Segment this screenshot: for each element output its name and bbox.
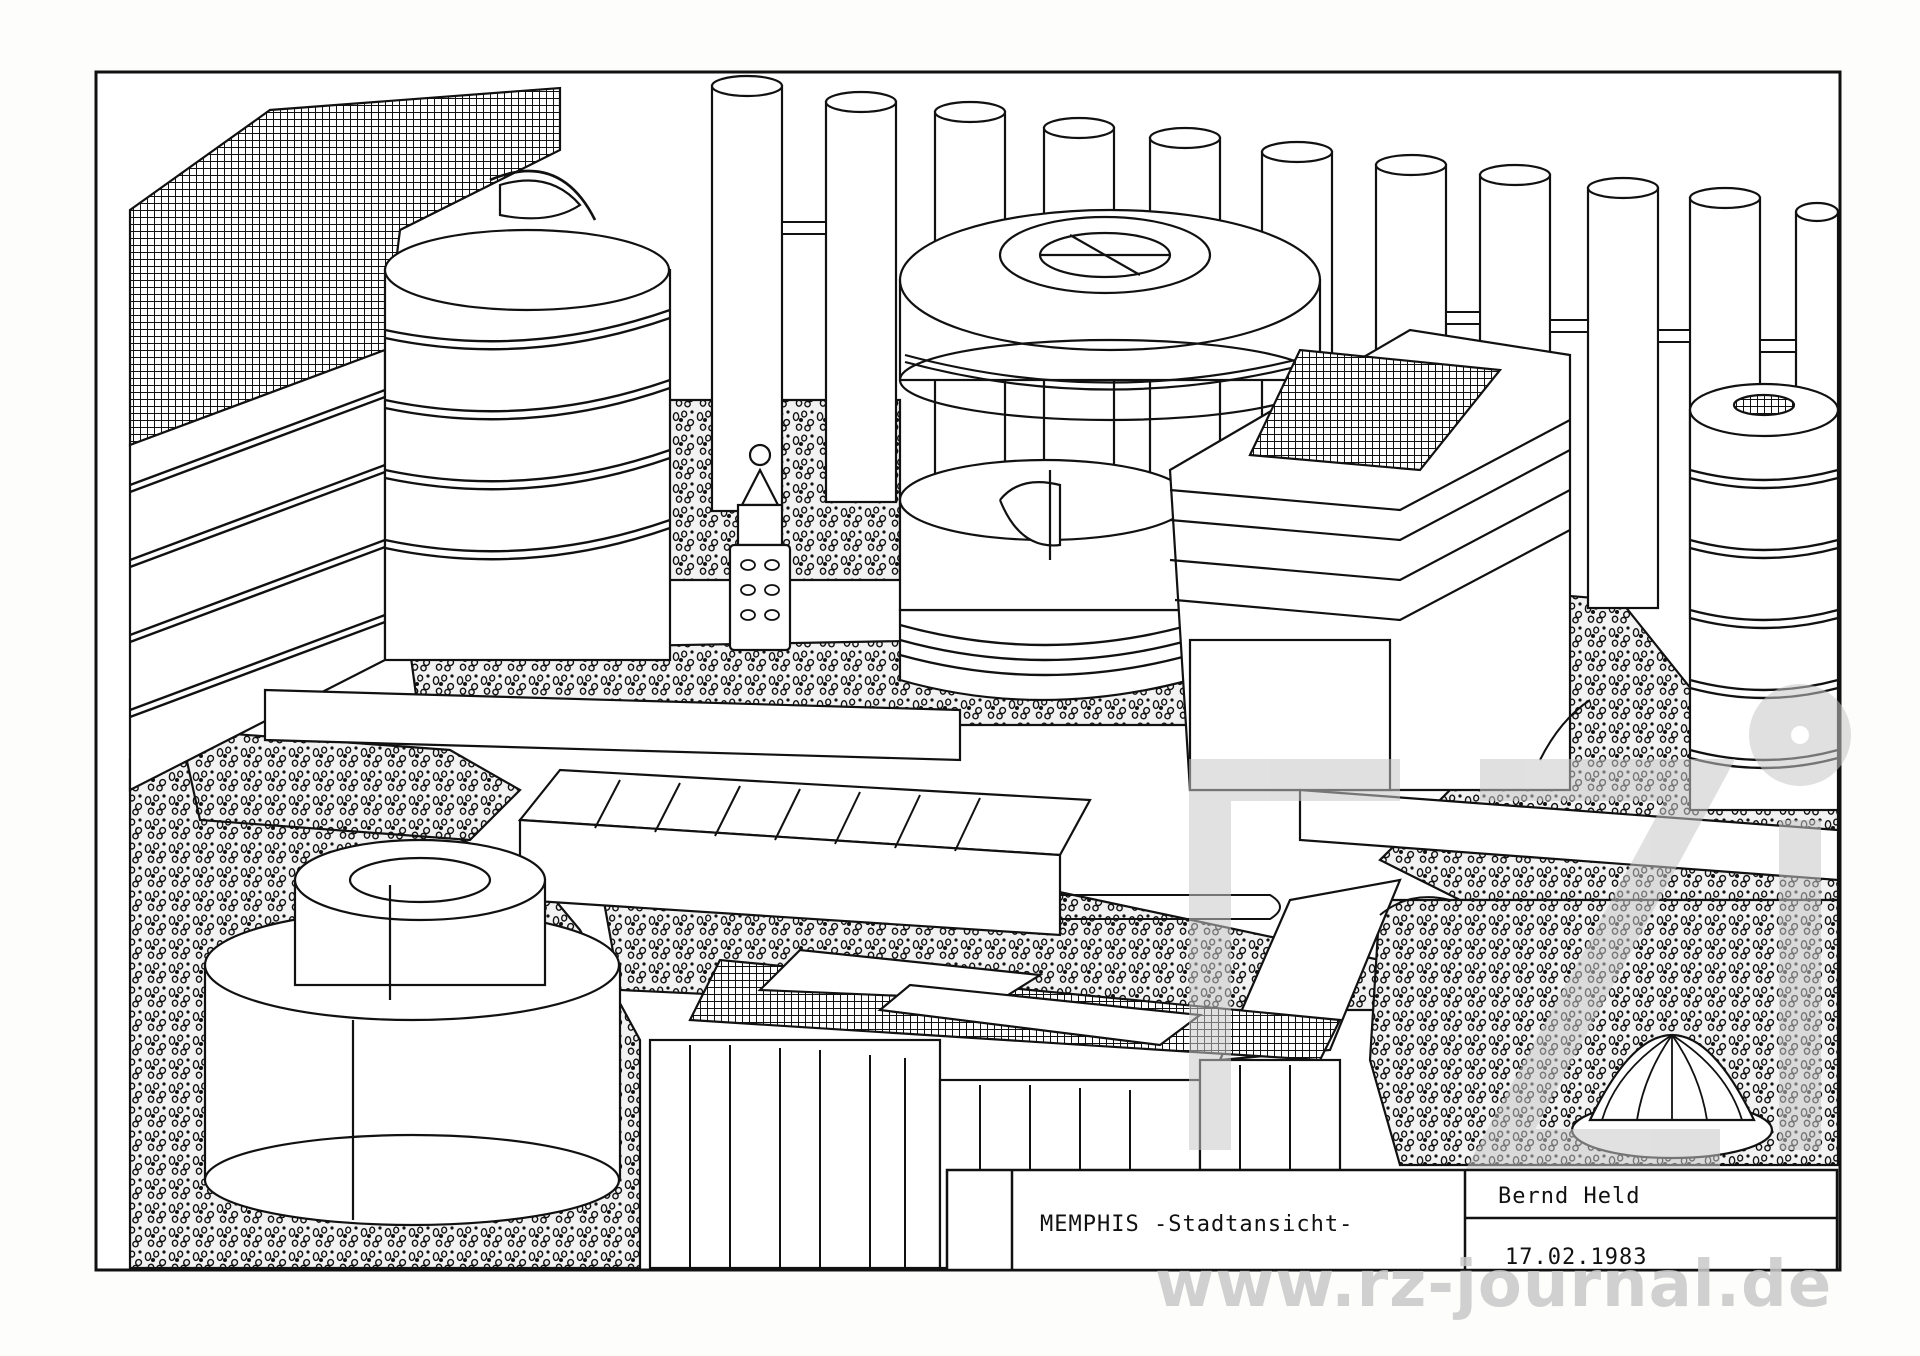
watermark-logo [1189,684,1851,1171]
rail-tubes [1060,699,1591,920]
left-slab-building [128,86,562,792]
split-round-building [203,838,622,1227]
tower-2 [824,90,898,504]
tower-9 [1586,176,1660,610]
curved-tiered-building [383,169,672,662]
watermark-url: www.rz-journal.de [1155,1248,1833,1322]
tower-1 [710,74,784,513]
title-block-date: 17.02.1983 [1505,1245,1648,1270]
foliage-mid-left [178,728,522,842]
city-illustration [128,74,1840,1270]
title-block-author: Bernd Held [1498,1184,1641,1209]
walkway-upper [263,688,962,762]
title-block [945,1168,1839,1272]
title-block-project: MEMPHIS -Stadtansicht- [1040,1212,1354,1237]
lantern-tower [728,443,792,652]
central-ring-building [898,208,1322,702]
